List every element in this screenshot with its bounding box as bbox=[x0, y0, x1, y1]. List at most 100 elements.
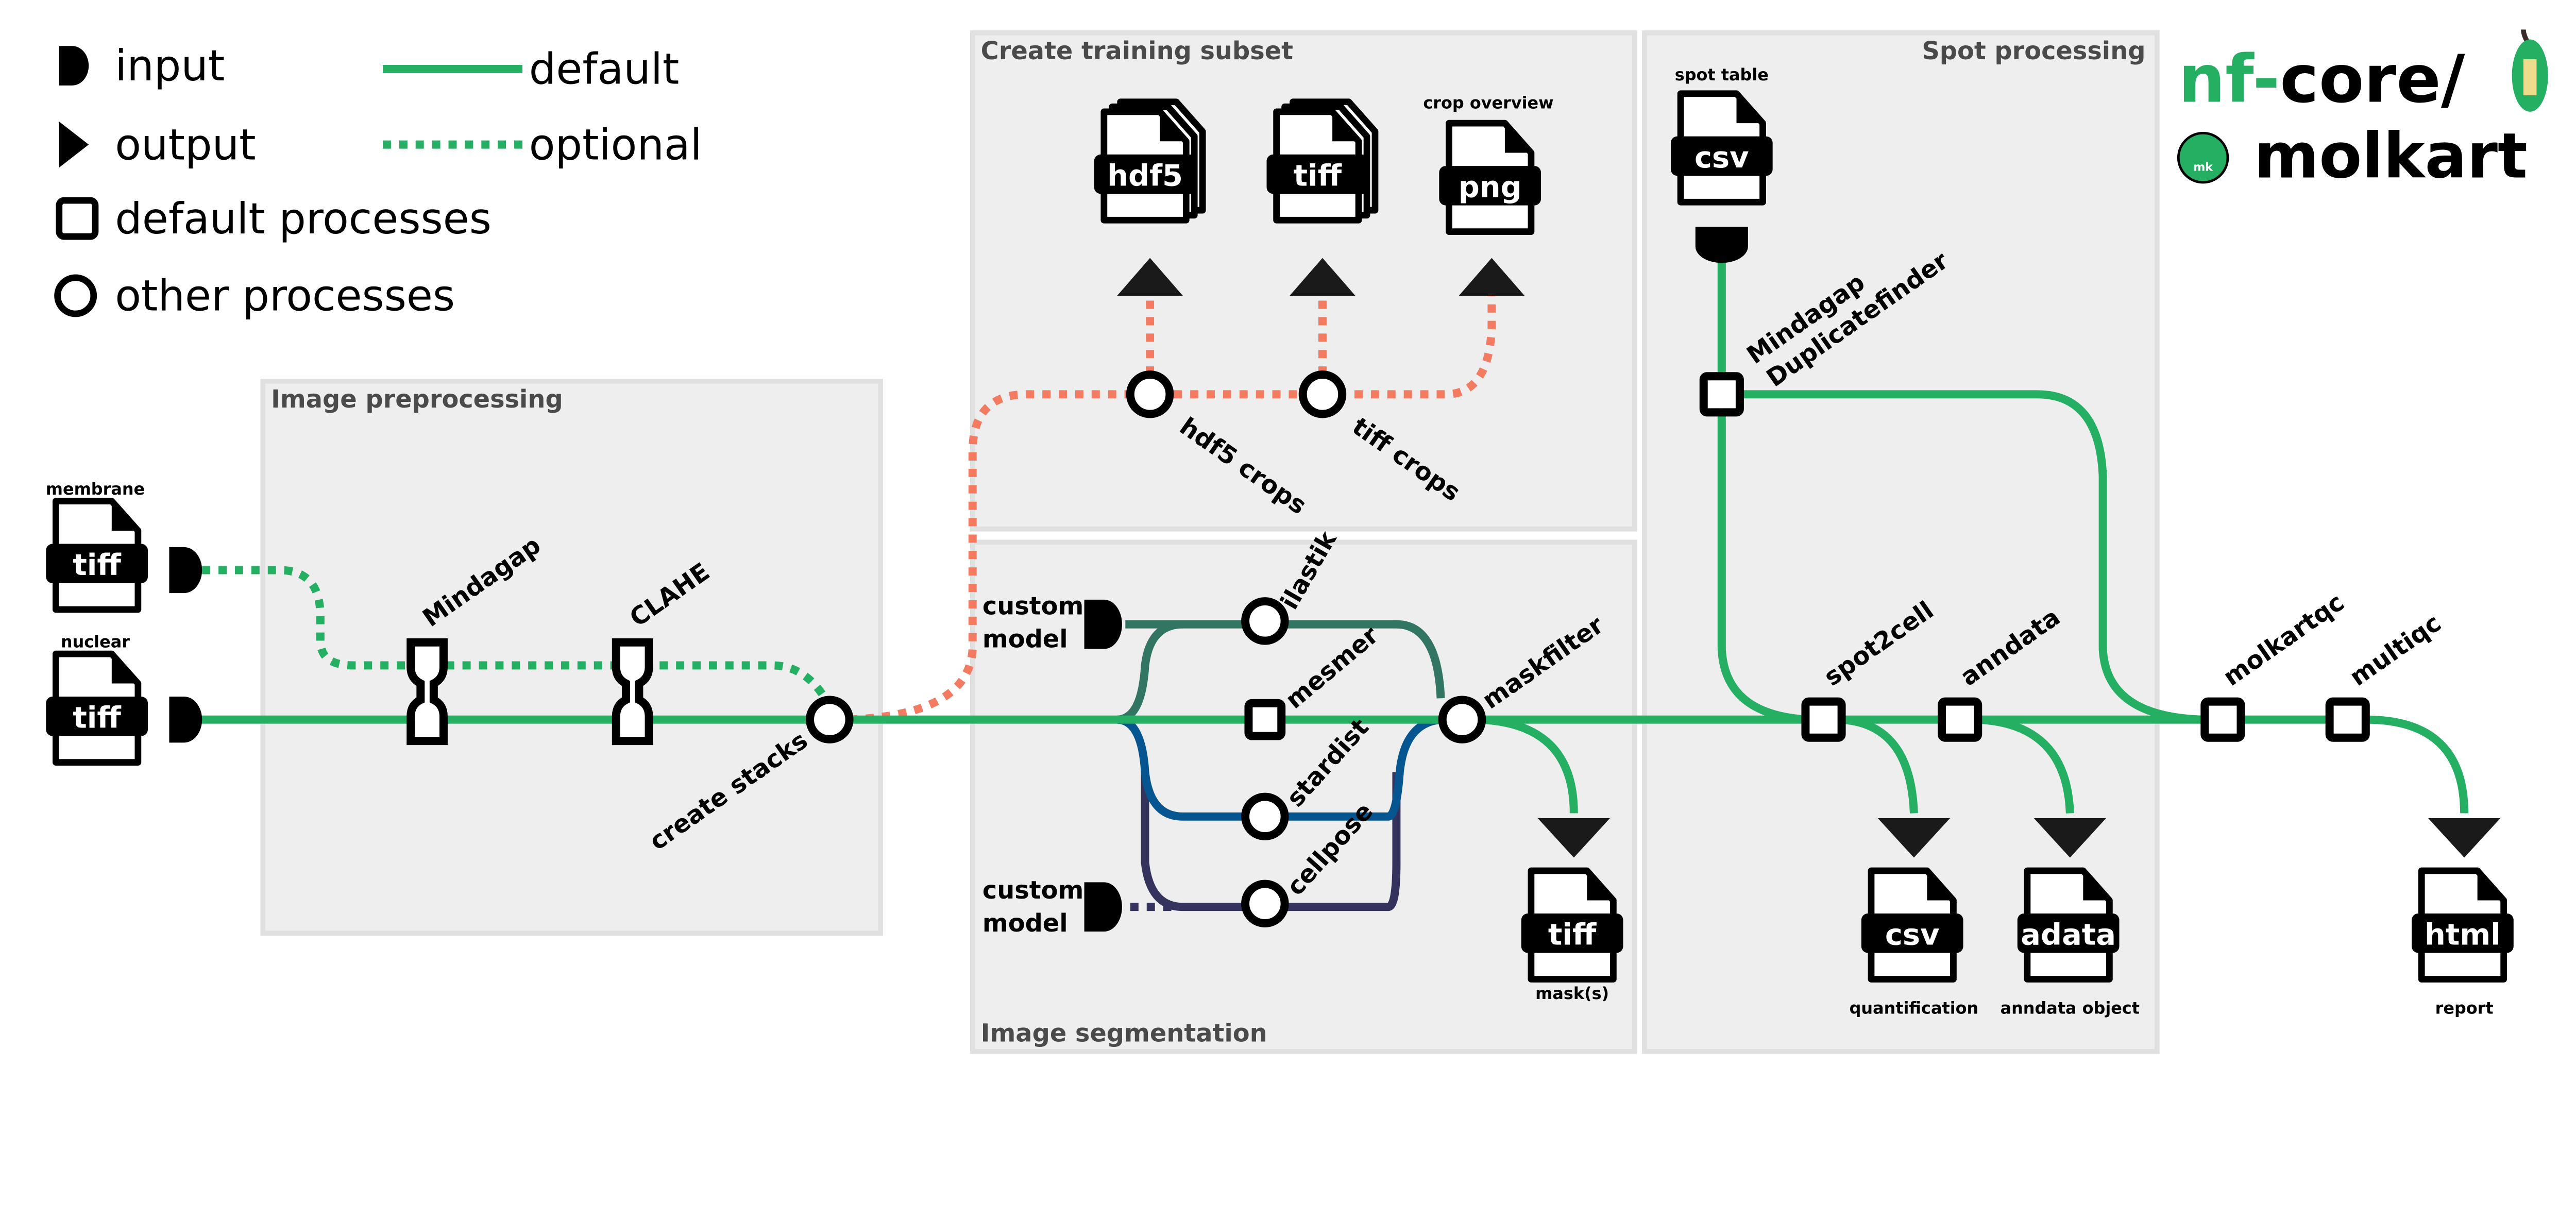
circle-icon bbox=[54, 274, 97, 317]
file-type-label: tiff bbox=[1548, 918, 1597, 952]
ilastik-node[interactable] bbox=[1241, 597, 1289, 645]
file-fold-icon bbox=[111, 654, 138, 684]
section-title-image-segmentation: Image segmentation bbox=[981, 1020, 1267, 1048]
membrane-label: membrane bbox=[46, 479, 145, 499]
multiqc-node[interactable] bbox=[2325, 697, 2370, 742]
hdf5-file: hdf5 bbox=[1094, 98, 1206, 224]
maskfilter-node[interactable] bbox=[1438, 696, 1486, 743]
molkart-pipeline-diagram: Image preprocessing Create training subs… bbox=[46, 29, 2548, 1054]
file-type-label: adata bbox=[2021, 918, 2116, 952]
section-title-spot-processing: Spot processing bbox=[1922, 37, 2145, 65]
custom-model-label: custom bbox=[982, 876, 1083, 905]
file-type-label: html bbox=[2425, 918, 2501, 952]
stardist-edge bbox=[1116, 715, 1442, 821]
custom-model-label: model bbox=[982, 909, 1068, 938]
edges bbox=[197, 263, 2469, 911]
spot-table-csv-file: csv bbox=[1670, 90, 1773, 206]
clahe-node[interactable] bbox=[612, 638, 653, 746]
tiff-crops-node[interactable] bbox=[1298, 370, 1347, 418]
duplicatefinder-node[interactable] bbox=[1699, 372, 1744, 417]
output-icon bbox=[1459, 258, 1525, 296]
anndata-file: adata bbox=[2017, 867, 2120, 983]
output-icon bbox=[1537, 818, 1610, 858]
file-type-label: hdf5 bbox=[1107, 158, 1183, 193]
ilastik-edge bbox=[1116, 620, 1445, 724]
custom-model-label: model bbox=[982, 625, 1068, 653]
file-type-band bbox=[46, 697, 148, 736]
file-type-band bbox=[2017, 913, 2120, 953]
output-icon bbox=[59, 121, 89, 168]
quant-edge bbox=[1839, 715, 1918, 814]
output-icon bbox=[1877, 818, 1951, 858]
square-icon bbox=[56, 197, 99, 240]
spot-table-label: spot table bbox=[1675, 65, 1769, 84]
quantification-csv-file: csv bbox=[1861, 867, 1963, 983]
file-fold-icon bbox=[1587, 871, 1614, 901]
stardist-node[interactable] bbox=[1241, 792, 1289, 841]
quantification-caption: quantification bbox=[1850, 998, 1979, 1018]
crop-overview-png-file: png bbox=[1439, 120, 1541, 235]
main-edge bbox=[197, 715, 2469, 814]
file-type-label: tiff bbox=[73, 548, 121, 582]
mask-tiff-file: tiff bbox=[1521, 867, 1623, 983]
anndata-node[interactable] bbox=[1938, 697, 1982, 742]
logo-nf-core: nf-core/ bbox=[2178, 42, 2465, 118]
cellpose-node[interactable] bbox=[1241, 879, 1289, 928]
anndata-caption: anndata object bbox=[2001, 998, 2140, 1018]
adata-edge bbox=[1976, 715, 2074, 814]
file-type-band bbox=[1266, 154, 1369, 194]
file-fold-icon bbox=[2477, 871, 2504, 901]
file-type-band bbox=[1861, 913, 1963, 953]
legend-default-processes: default processes bbox=[115, 194, 492, 244]
spot-table-input-icon bbox=[1695, 227, 1748, 263]
custom-model-label: custom bbox=[982, 593, 1083, 621]
logo: nf-core/ mk molkart bbox=[2177, 29, 2548, 192]
output-icon bbox=[2033, 818, 2106, 858]
tiff-crops-file: tiff bbox=[1266, 98, 1379, 224]
file-type-band bbox=[1094, 154, 1196, 194]
spot-edge bbox=[1717, 263, 1808, 724]
membrane-tiff-file: tiff bbox=[46, 498, 148, 613]
file-type-label: csv bbox=[1694, 140, 1749, 175]
nuclear-label: nuclear bbox=[61, 632, 130, 651]
section-image-preprocessing bbox=[260, 379, 883, 936]
crop-overview-caption: crop overview bbox=[1423, 93, 1553, 112]
training-optional-edge bbox=[849, 295, 1496, 724]
dedup-edge bbox=[1741, 390, 2202, 724]
spot2cell-node[interactable] bbox=[1801, 697, 1846, 742]
logo-molkart: molkart bbox=[2254, 120, 2528, 192]
report-html-file: html bbox=[2412, 867, 2514, 983]
input-icon bbox=[59, 46, 89, 86]
mesmer-node[interactable] bbox=[1244, 699, 1286, 740]
mask-edge bbox=[1478, 715, 1578, 814]
legend: input output default processes other pro… bbox=[54, 41, 702, 321]
section-title-image-preprocessing: Image preprocessing bbox=[271, 385, 563, 414]
multiqc-label: multiqc bbox=[2345, 609, 2446, 692]
file-type-label: png bbox=[1459, 170, 1522, 205]
file-type-band bbox=[46, 544, 148, 584]
file-type-band bbox=[1439, 166, 1541, 206]
section-title-create-training-subset: Create training subset bbox=[981, 37, 1293, 65]
legend-input: input bbox=[115, 41, 225, 91]
file-fold-icon bbox=[2083, 871, 2110, 901]
legend-other-processes: other processes bbox=[115, 271, 455, 321]
mask-caption: mask(s) bbox=[1535, 984, 1609, 1003]
file-type-label: tiff bbox=[73, 701, 121, 735]
mindagap-node[interactable] bbox=[406, 638, 448, 746]
legend-optional: optional bbox=[529, 120, 702, 170]
membrane-input-icon bbox=[169, 547, 202, 594]
output-icon bbox=[1117, 258, 1183, 296]
nuclear-input-icon bbox=[169, 697, 202, 743]
molkartqc-node[interactable] bbox=[2200, 697, 2245, 742]
apple-core-icon bbox=[2512, 29, 2548, 112]
file-fold-icon bbox=[111, 501, 138, 531]
output-icon bbox=[1290, 258, 1355, 296]
logo-badge-text: mk bbox=[2193, 161, 2213, 174]
molkartqc-label: molkartqc bbox=[2218, 588, 2350, 692]
create-stacks-node[interactable] bbox=[806, 696, 854, 743]
molkart-badge-icon bbox=[2177, 131, 2229, 184]
file-fold-icon bbox=[1927, 871, 1954, 901]
hdf5-crops-node[interactable] bbox=[1126, 370, 1174, 418]
file-fold-icon bbox=[1504, 123, 1531, 153]
file-type-band bbox=[2412, 913, 2514, 953]
